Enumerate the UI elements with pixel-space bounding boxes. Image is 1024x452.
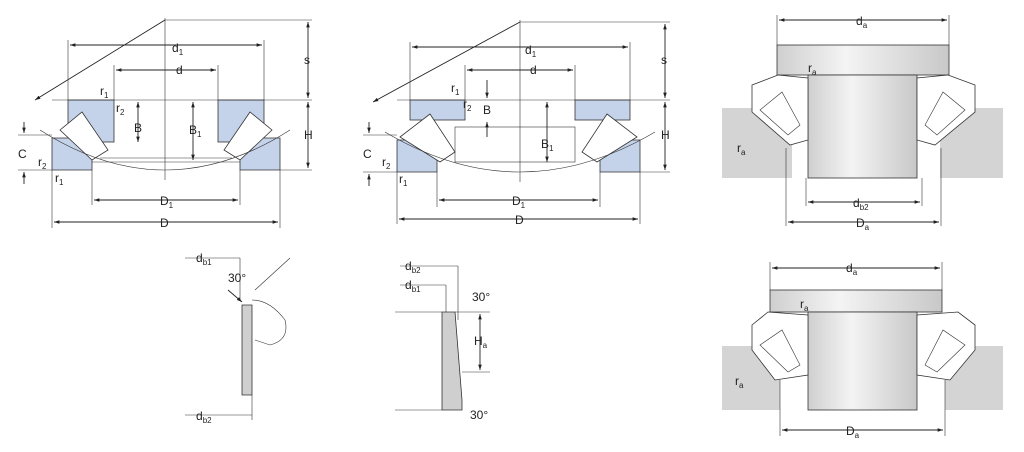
bearing-right [916,311,976,381]
label-C: C [363,147,372,161]
label-r2: r2 [116,101,125,117]
roller-left [59,111,109,161]
label-Da: Da [846,424,860,440]
label-ra-lower: ra [735,374,744,390]
label-db1: db1 [405,278,421,294]
bearing-b-section: d1 d r1 r2 B B1 s H C r2 r1 D1 D [363,20,670,227]
label-H: H [661,128,670,142]
label-H: H [304,128,313,142]
label-B: B [483,103,491,117]
shaft-washer-right [574,99,631,121]
label-r1: r1 [451,81,460,97]
shaft-collar [769,289,943,313]
label-D: D [515,213,524,227]
label-ra-upper: ra [800,297,809,313]
label-B1: B1 [189,123,202,139]
label-db1: db1 [196,251,212,267]
label-Ha: Ha [474,334,488,350]
label-Da: Da [856,216,870,232]
label-angle-bottom: 30° [470,408,488,422]
roller-right [223,111,273,161]
label-D1: D1 [160,194,174,210]
label-ra-lower: ra [737,141,746,157]
bearing-left [751,74,809,146]
label-r1-lower: r1 [399,172,408,188]
detail-b: db2 db1 30° Ha 30° [395,259,490,422]
label-r2-lower: r2 [38,155,47,171]
shaft-collar [776,44,950,76]
label-r1-lower: r1 [55,171,64,187]
label-db2: db2 [196,409,212,425]
label-d: d [176,63,183,77]
bearing-a-section: d1 d r1 r2 B B1 s H C r2 r1 D1 D [18,18,313,230]
label-D: D [160,216,169,230]
label-s: s [304,53,310,67]
label-angle-top: 30° [472,290,490,304]
label-d1: d1 [525,43,537,59]
label-ra-upper: ra [808,61,817,77]
label-B: B [134,121,142,135]
bearing-left [751,311,809,381]
label-B1: B1 [541,137,554,153]
roller-right [581,113,638,163]
label-r2: r2 [463,97,472,113]
mounting-bottom: da ra ra Da [722,261,1003,440]
label-da: da [856,14,868,30]
label-C: C [18,147,27,161]
label-d1: d1 [172,41,184,57]
shaft-washer-left [409,99,466,121]
bearing-right [916,74,976,146]
label-d: d [530,63,537,77]
shaft [807,74,918,179]
shaft [807,311,918,411]
mounting-top: da ra ra db2 Da [722,14,1003,232]
label-r1: r1 [100,84,109,100]
label-db2: db2 [405,259,421,275]
label-db2: db2 [853,196,869,212]
label-s: s [661,53,667,67]
label-r2-lower: r2 [382,155,391,171]
label-angle: 30° [228,271,246,285]
label-da: da [846,261,858,277]
detail-a: db1 30° db2 [185,251,291,425]
label-D1: D1 [512,194,526,210]
